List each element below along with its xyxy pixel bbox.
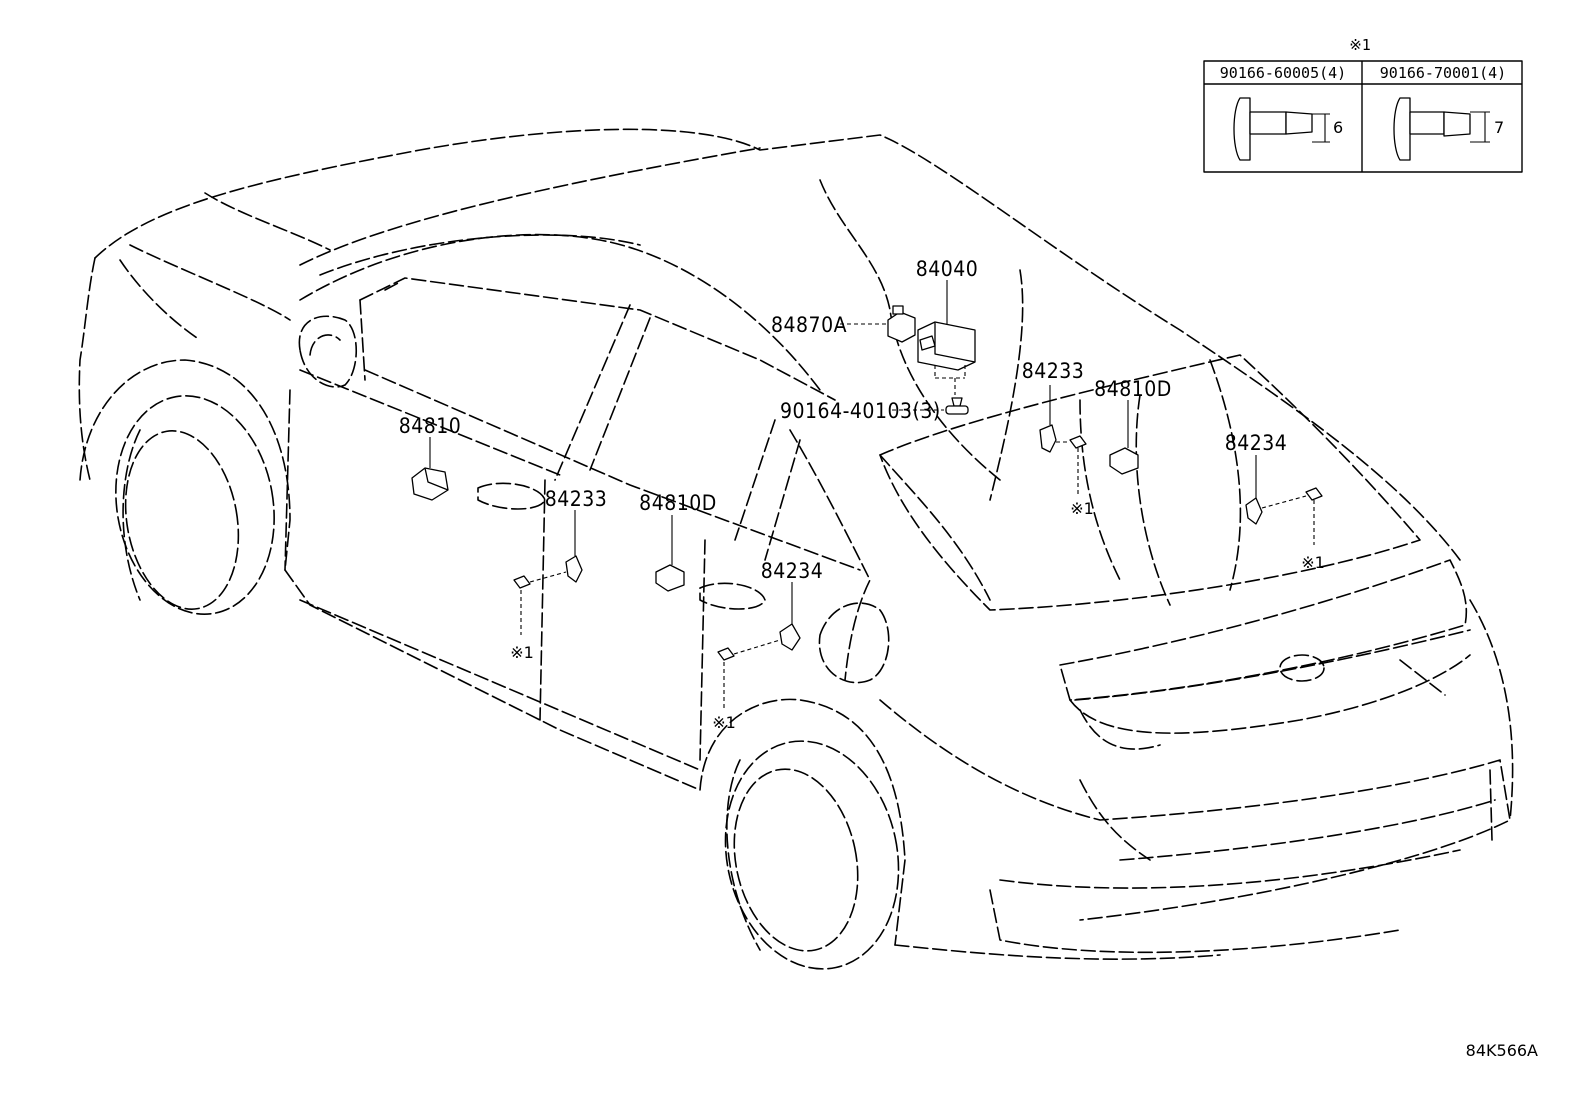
part-84040 bbox=[917, 280, 976, 395]
callout-84870A: 84870A bbox=[771, 313, 847, 337]
car-body-outline bbox=[78, 128, 1514, 970]
part-84233-rear bbox=[1039, 385, 1087, 495]
callout-84233-rear: 84233 bbox=[1022, 359, 1085, 383]
part-84810-front bbox=[411, 437, 449, 501]
clip-drawing-1: 6 bbox=[1233, 97, 1343, 161]
diagram-code: 84K566A bbox=[1466, 1041, 1538, 1060]
callout-84233-front: 84233 bbox=[545, 487, 608, 511]
callout-84810D-rear: 84810D bbox=[1094, 377, 1172, 401]
callout-84810: 84810 bbox=[399, 414, 462, 438]
part-84234-rear bbox=[1245, 455, 1323, 545]
clip-drawing-2: 7 bbox=[1393, 97, 1504, 161]
callout-84234-front: 84234 bbox=[761, 559, 824, 583]
callout-90164: 90164-40103(3) bbox=[780, 399, 941, 423]
callout-84810D-front: 84810D bbox=[639, 491, 717, 515]
fastener-legend: ※1 90166-60005(4) 90166-70001(4) 6 7 bbox=[1203, 36, 1523, 173]
marker-rear-84234: ※1 bbox=[1301, 553, 1325, 572]
callout-84234-rear: 84234 bbox=[1225, 431, 1288, 455]
part-84810D-front bbox=[655, 515, 685, 592]
callout-84040: 84040 bbox=[916, 257, 979, 281]
part-84810D-rear bbox=[1109, 400, 1139, 475]
clip-dim-2: 7 bbox=[1494, 118, 1504, 137]
legend-marker: ※1 bbox=[1349, 36, 1371, 54]
part-90164-screw bbox=[892, 397, 969, 415]
marker-front-84233: ※1 bbox=[510, 643, 534, 662]
marker-rear-84233: ※1 bbox=[1070, 499, 1094, 518]
marker-front-84234: ※1 bbox=[712, 713, 736, 732]
part-84234-front bbox=[717, 582, 801, 710]
legend-part-2: 90166-70001(4) bbox=[1380, 64, 1506, 82]
clip-dim-1: 6 bbox=[1333, 118, 1343, 137]
legend-part-1: 90166-60005(4) bbox=[1220, 64, 1346, 82]
part-84870A bbox=[840, 305, 916, 343]
part-84233-front bbox=[513, 510, 583, 635]
